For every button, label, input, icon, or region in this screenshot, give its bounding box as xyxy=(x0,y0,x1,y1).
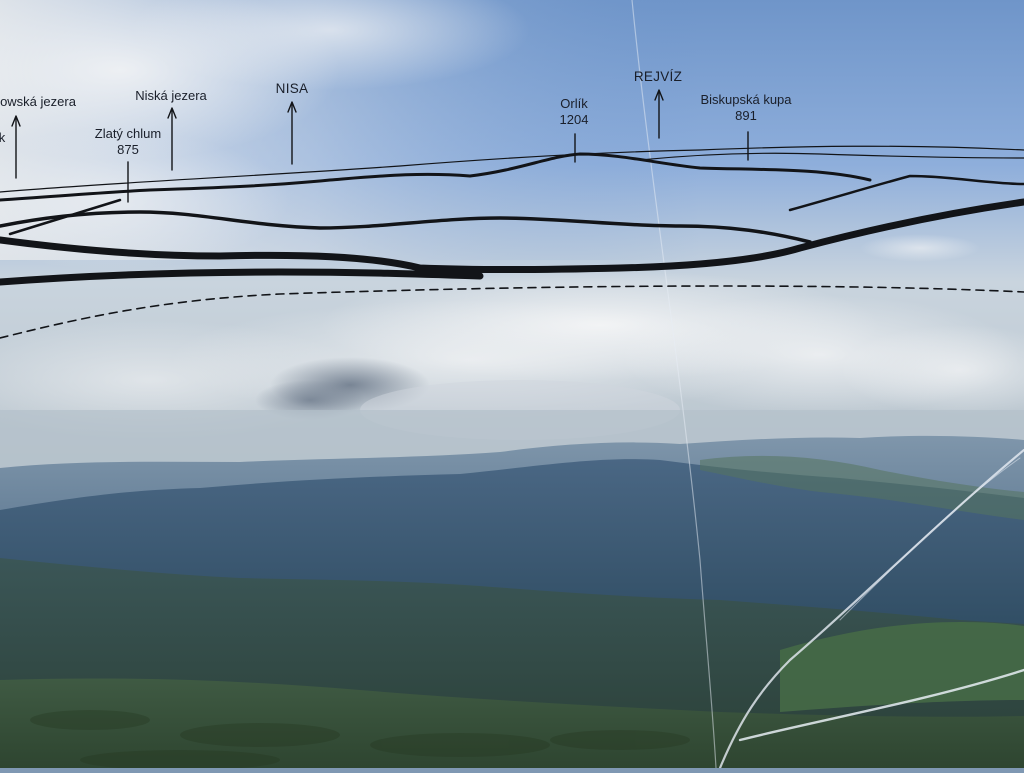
peak-name: NISA xyxy=(275,81,309,96)
peak-arrows xyxy=(11,89,664,179)
peak-name: Niská jezera xyxy=(135,88,207,103)
peak-name: REJVÍZ xyxy=(633,69,683,84)
peak-ticks xyxy=(127,131,749,203)
skyline-thin-1 xyxy=(0,145,1024,193)
glass-reflections xyxy=(631,0,1024,770)
shrub-texture xyxy=(30,710,690,770)
foreground-slope xyxy=(780,622,1024,712)
peak-label-niska-jezera: Niská jezera xyxy=(135,88,207,104)
peak-label-zlaty-chlum: Zlatý chlum 875 xyxy=(95,126,161,158)
horizon-dashed xyxy=(0,285,1024,339)
panorama-outline xyxy=(0,89,1024,339)
ground xyxy=(0,678,1024,768)
ridge-thick-2 xyxy=(0,268,484,286)
peak-elevation: 1204 xyxy=(559,112,589,127)
ridge-medium xyxy=(0,152,872,202)
peak-label-biskupska-kupa: Biskupská kupa 891 xyxy=(700,92,791,124)
peak-name: Zlatý chlum xyxy=(94,126,162,141)
peak-label-orlik: Orlík 1204 xyxy=(560,96,589,128)
skyline-thin-2 xyxy=(639,152,1024,161)
ridge-right xyxy=(700,455,1024,520)
ridge-left-join xyxy=(8,198,122,236)
peak-name: Orlík xyxy=(560,96,588,111)
peak-label-wielka-sowia-jezera: owská jezera xyxy=(0,94,76,110)
peak-name: owská jezera xyxy=(0,94,76,109)
peak-elevation: 875 xyxy=(117,142,139,157)
peak-label-nisa: NISA xyxy=(276,81,309,97)
peak-label-rejviz: REJVÍZ xyxy=(634,69,682,85)
peak-elevation: 891 xyxy=(735,108,757,123)
edge-fragment-label: k xyxy=(0,130,6,145)
ridge-second xyxy=(0,210,812,244)
peak-name: Biskupská kupa xyxy=(700,92,792,107)
ridge-thick-1 xyxy=(0,198,1024,273)
ridge-far-right xyxy=(788,174,1024,212)
